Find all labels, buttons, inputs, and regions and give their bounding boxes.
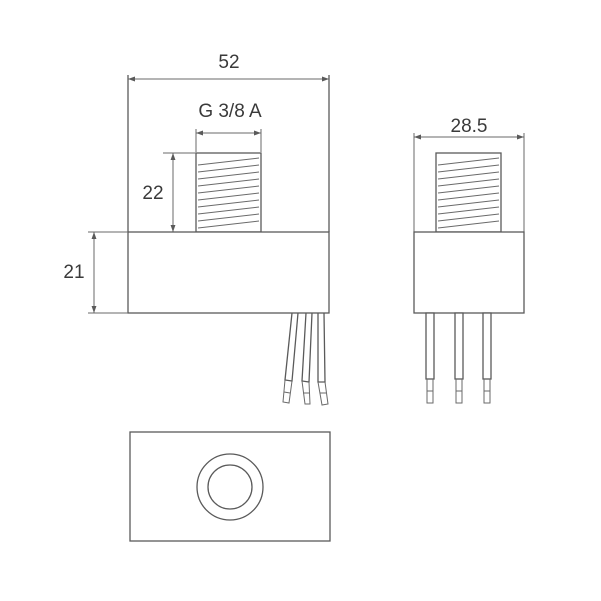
top-view (129, 431, 331, 542)
body-height-label: 21 (63, 262, 84, 283)
width-dimension-label: 52 (218, 52, 239, 73)
side-wires (425, 312, 492, 404)
front-thread-coils (197, 157, 260, 229)
front-wires (282, 312, 329, 406)
front-view: 52 G 3/8 A 22 21 (63, 52, 330, 406)
thread-dimension-label: G 3/8 A (198, 101, 262, 122)
front-body (127, 231, 330, 314)
side-body (413, 231, 525, 314)
side-thread-coils (437, 157, 500, 229)
top-view-body (129, 431, 331, 542)
thread-height-label: 22 (142, 183, 163, 204)
top-view-outer-ring (196, 453, 264, 521)
top-view-inner-ring (207, 464, 253, 510)
side-view: 28.5 (413, 116, 525, 404)
side-width-label: 28.5 (451, 116, 488, 137)
